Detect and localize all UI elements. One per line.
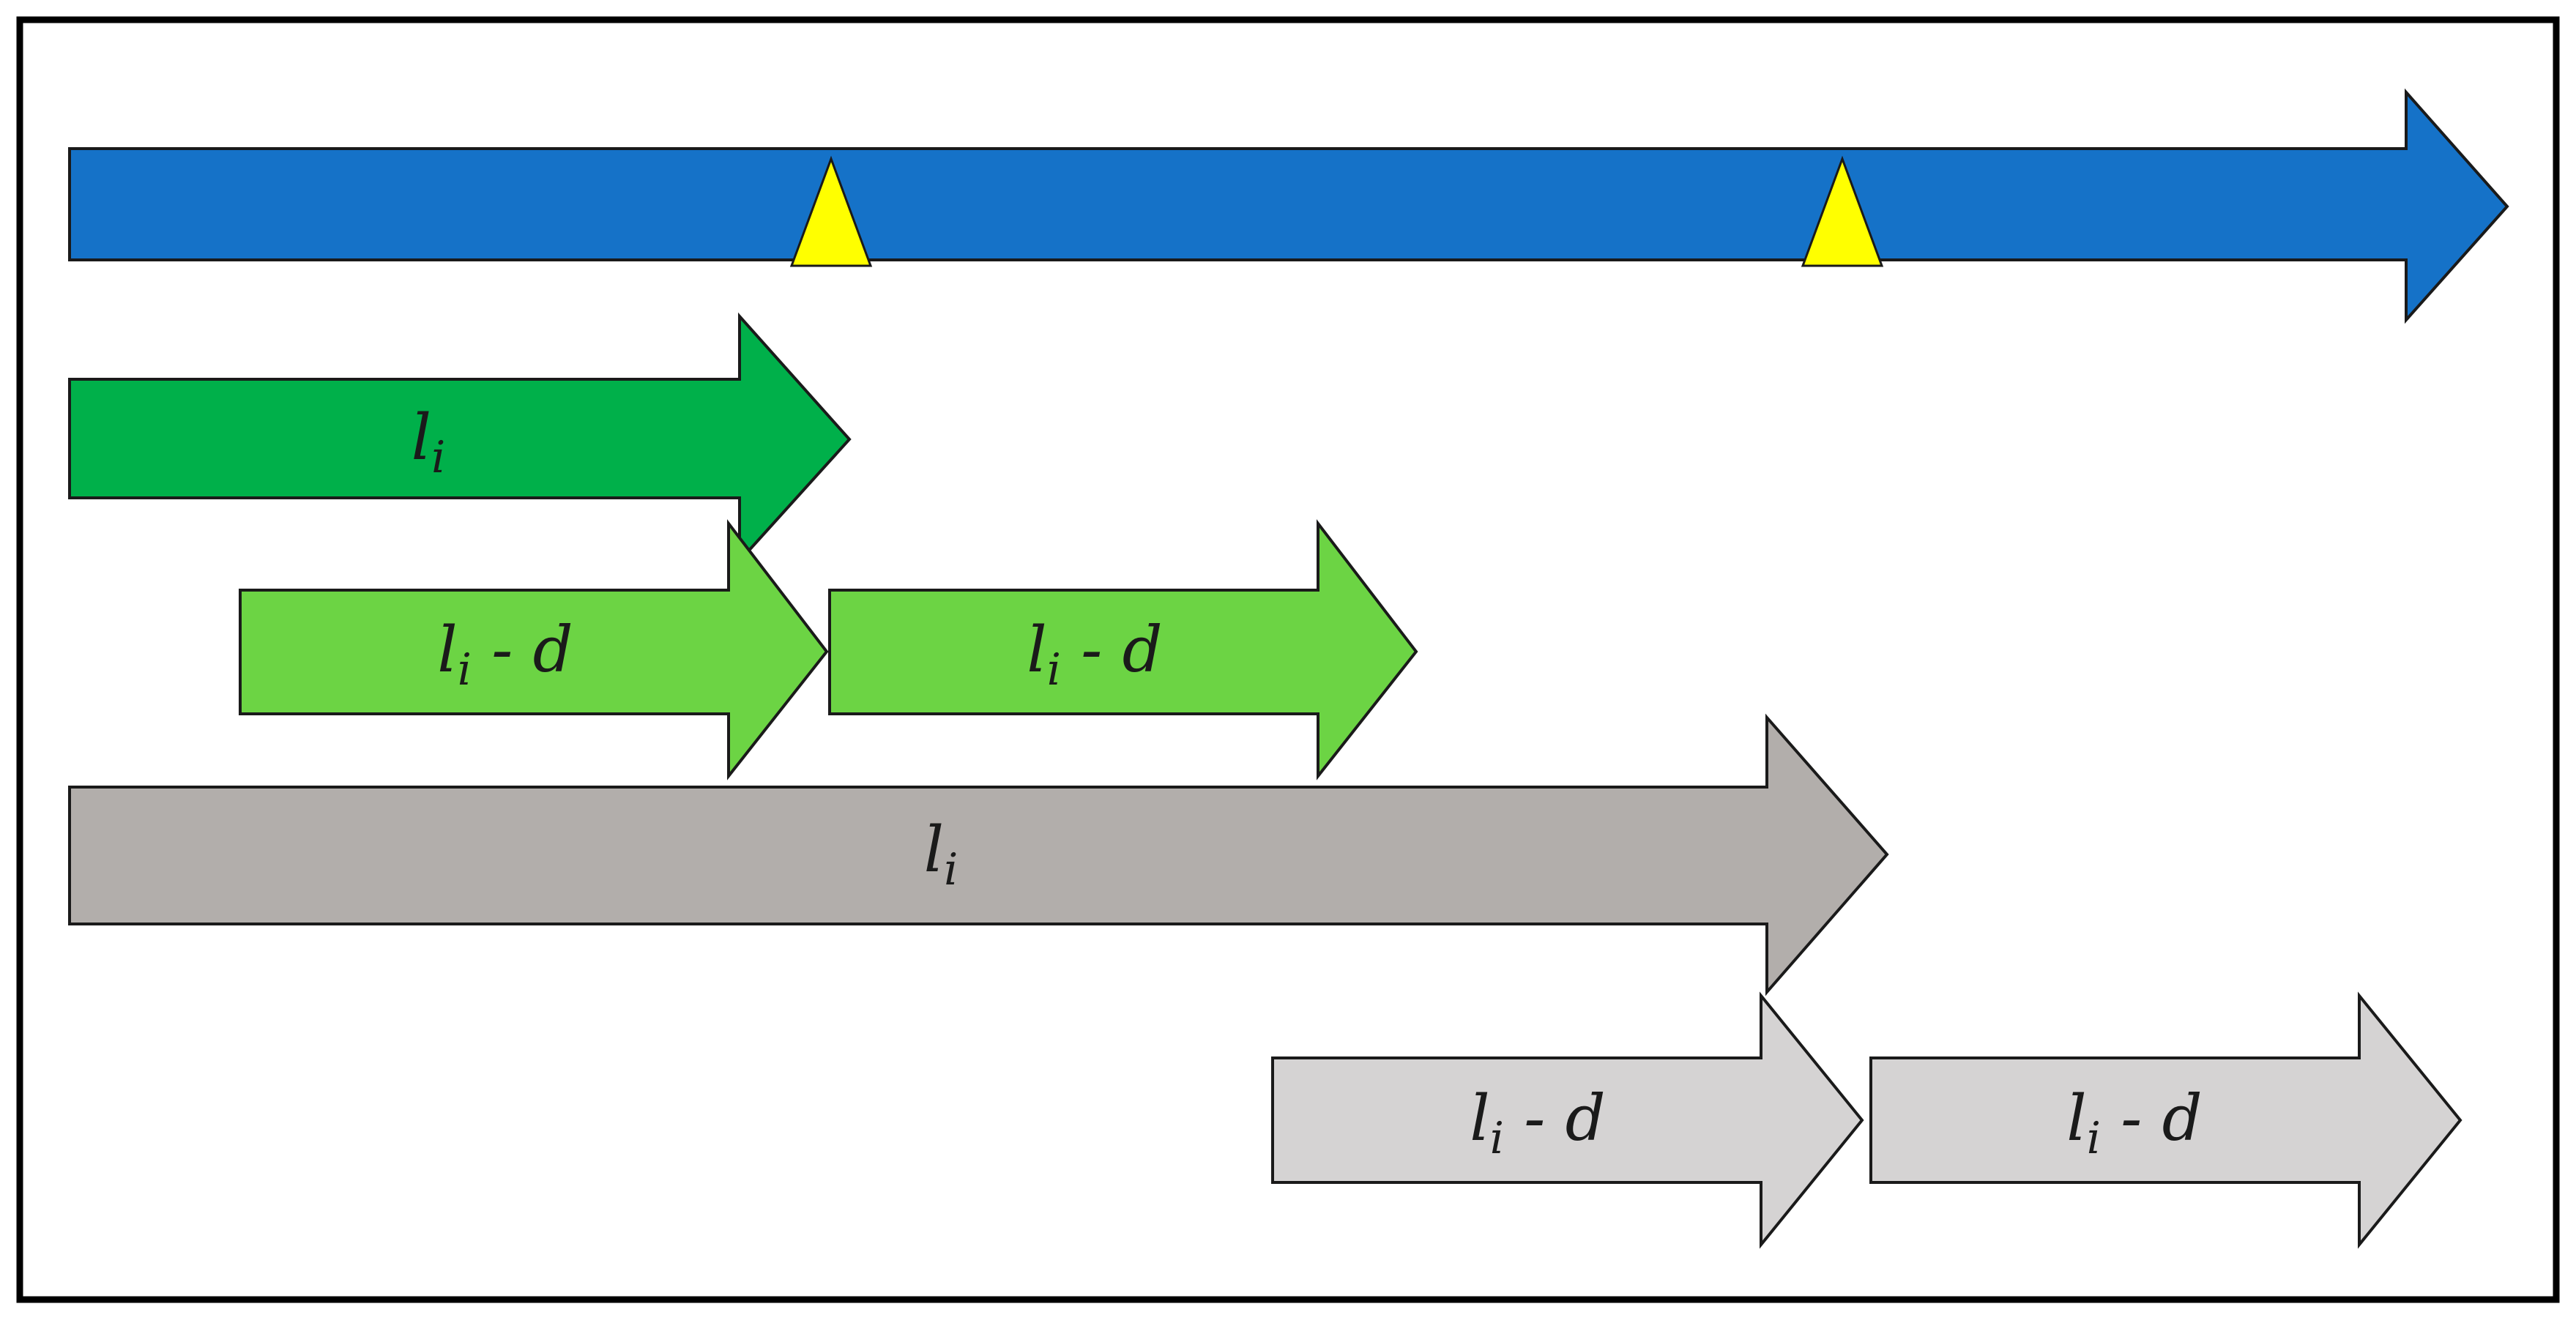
- timeline-marker-2: [1801, 155, 1884, 267]
- dark-green-arrow-label: li: [412, 401, 446, 483]
- timeline-marker-1: [789, 155, 873, 267]
- light-green-arrow-1-label: li - d: [437, 614, 573, 696]
- timeline-arrow: [68, 88, 2509, 324]
- light-gray-arrow-2: [1869, 991, 2463, 1249]
- dark-green-arrow: [68, 312, 852, 565]
- light-green-arrow-2-label: li - d: [1027, 614, 1163, 696]
- light-green-arrow-1: [239, 519, 829, 780]
- dark-gray-arrow: [68, 713, 1889, 996]
- light-gray-arrow-1-label: li - d: [1470, 1082, 1606, 1164]
- dark-gray-arrow-label: li: [924, 813, 958, 895]
- light-gray-arrow-1: [1271, 991, 1864, 1249]
- light-green-arrow-2: [828, 519, 1418, 780]
- light-gray-arrow-2-label: li - d: [2066, 1082, 2203, 1164]
